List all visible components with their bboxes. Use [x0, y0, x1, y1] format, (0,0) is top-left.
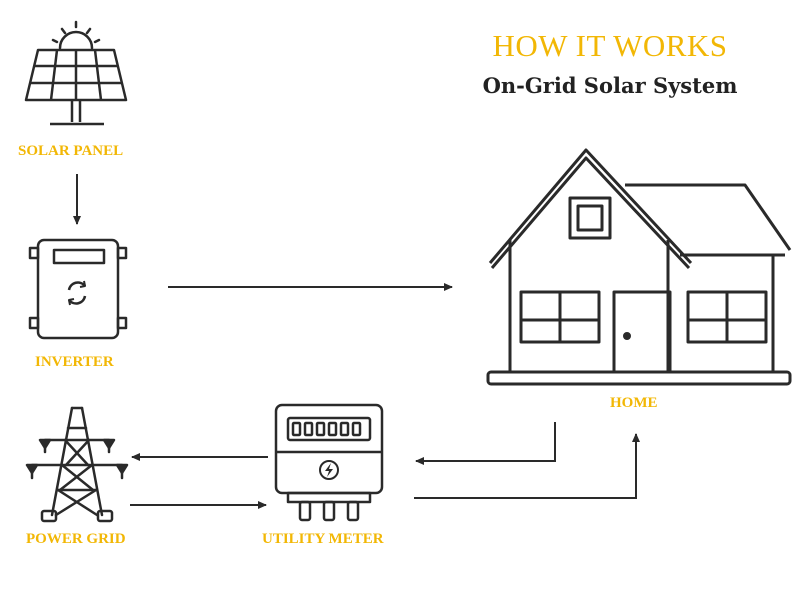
- inverter-icon: [28, 238, 128, 340]
- power-grid-label: POWER GRID: [26, 531, 126, 547]
- home-label: HOME: [610, 395, 658, 411]
- power-tower-icon: [25, 406, 129, 523]
- house-icon: [486, 148, 792, 386]
- lightning-icon: [319, 460, 339, 480]
- diagram-title: HOW IT WORKS: [492, 28, 728, 63]
- solar-panel-label: SOLAR PANEL: [18, 143, 124, 159]
- inverter-label: INVERTER: [35, 354, 114, 370]
- arrow-meter-to-home: [414, 433, 640, 499]
- utility-meter-icon: [274, 403, 384, 522]
- solar-panel-icon: [24, 48, 128, 126]
- arrow-home-to-meter: [415, 422, 556, 465]
- sun-icon: [51, 20, 101, 50]
- utility-meter-label: UTILITY METER: [262, 531, 384, 547]
- diagram-subtitle: On-Grid Solar System: [482, 73, 738, 98]
